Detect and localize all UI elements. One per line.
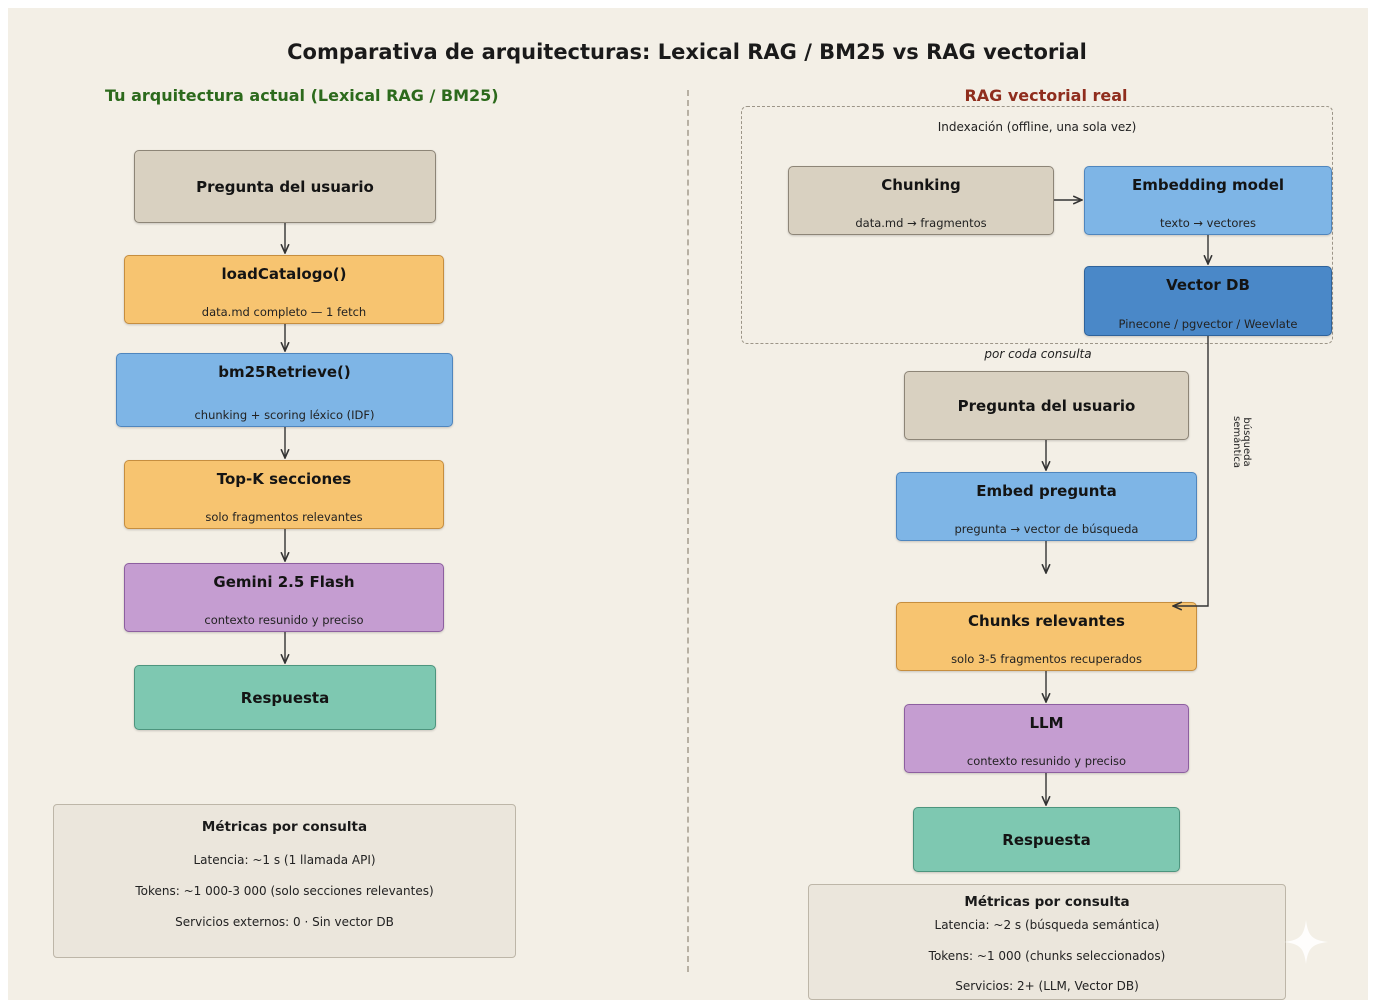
- sparkle-icon: [1284, 920, 1328, 964]
- left-node-load: loadCatalogo() data.md completo — 1 fetc…: [124, 255, 444, 324]
- right-metrics-title: Métricas por consulta: [964, 894, 1130, 910]
- left-metrics-services: Servicios externos: 0 · Sin vector DB: [175, 915, 394, 929]
- left-node-load-subtitle: data.md completo — 1 fetch: [201, 305, 367, 319]
- right-node-embedding: Embedding model texto → vectores: [1084, 166, 1332, 235]
- right-node-respuesta: Respuesta: [913, 807, 1180, 872]
- right-node-embedding-title: Embedding model: [1131, 176, 1285, 194]
- left-node-load-title: loadCatalogo(): [221, 265, 347, 283]
- left-metrics-tokens: Tokens: ~1 000-3 000 (solo secciones rel…: [135, 884, 434, 898]
- left-metrics-latency: Latencia: ~1 s (1 llamada API): [193, 853, 376, 867]
- diagram-title: Comparativa de arquitecturas: Lexical RA…: [287, 40, 1087, 64]
- right-node-pregunta-title: Pregunta del usuario: [957, 396, 1136, 415]
- right-metrics-panel: Métricas por consulta Latencia: ~2 s (bú…: [808, 884, 1286, 1000]
- indexing-label: Indexación (offline, una sola vez): [937, 120, 1137, 134]
- left-node-topk: Top-K secciones solo fragmentos relevant…: [124, 460, 444, 529]
- per-query-label: por coda consulta: [984, 347, 1092, 361]
- left-node-bm25-subtitle: chunking + scoring léxico (IDF): [194, 408, 375, 422]
- right-node-chunking-title: Chunking: [881, 176, 961, 194]
- left-node-pregunta: Pregunta del usuario: [134, 150, 436, 223]
- right-node-chunks: Chunks relevantes solo 3-5 fragmentos re…: [896, 602, 1197, 671]
- right-node-respuesta-title: Respuesta: [1002, 830, 1091, 849]
- semantic-search-label: búsqueda semántica: [1231, 407, 1252, 477]
- left-node-respuesta-title: Respuesta: [240, 688, 330, 707]
- right-node-embedding-subtitle: texto → vectores: [1160, 216, 1256, 230]
- right-node-embed: Embed pregunta pregunta → vector de búsq…: [896, 472, 1197, 541]
- right-node-pregunta: Pregunta del usuario: [904, 371, 1189, 440]
- right-node-chunks-title: Chunks relevantes: [968, 612, 1125, 630]
- right-node-embed-title: Embed pregunta: [976, 482, 1117, 500]
- left-node-gemini: Gemini 2.5 Flash contexto resunido y pre…: [124, 563, 444, 632]
- left-column-heading: Tu arquitectura actual (Lexical RAG / BM…: [105, 86, 499, 105]
- right-node-llm-subtitle: contexto resunido y preciso: [966, 754, 1127, 768]
- column-divider: [687, 90, 689, 972]
- right-node-vectordb-subtitle: Pinecone / pgvector / Weevlate: [1118, 317, 1298, 331]
- right-node-llm-title: LLM: [1029, 714, 1064, 732]
- right-node-chunking: Chunking data.md → fragmentos: [788, 166, 1054, 235]
- right-node-vectordb: Vector DB Pinecone / pgvector / Weevlate: [1084, 266, 1332, 336]
- right-column-heading: RAG vectorial real: [964, 86, 1128, 105]
- right-metrics-tokens: Tokens: ~1 000 (chunks seleccionados): [928, 949, 1166, 963]
- left-node-bm25: bm25Retrieve() chunking + scoring léxico…: [116, 353, 453, 427]
- right-metrics-services: Servicios: 2+ (LLM, Vector DB): [955, 979, 1139, 993]
- right-node-chunking-subtitle: data.md → fragmentos: [855, 216, 987, 230]
- semantic-search-label-line1: búsqueda: [1241, 417, 1252, 467]
- semantic-search-label-line2: semántica: [1231, 416, 1242, 468]
- left-metrics-panel: Métricas por consulta Latencia: ~1 s (1 …: [53, 804, 516, 958]
- right-metrics-latency: Latencia: ~2 s (búsqueda semántica): [934, 918, 1160, 932]
- left-node-topk-subtitle: solo fragmentos relevantes: [205, 510, 363, 524]
- left-node-pregunta-title: Pregunta del usuario: [196, 177, 374, 196]
- left-node-respuesta: Respuesta: [134, 665, 436, 730]
- left-node-gemini-subtitle: contexto resunido y preciso: [204, 613, 364, 627]
- left-node-topk-title: Top-K secciones: [216, 470, 352, 488]
- indexing-region: [741, 106, 1333, 344]
- left-node-gemini-title: Gemini 2.5 Flash: [213, 573, 355, 591]
- right-node-vectordb-title: Vector DB: [1166, 276, 1250, 294]
- left-node-bm25-title: bm25Retrieve(): [218, 363, 351, 381]
- right-node-chunks-subtitle: solo 3-5 fragmentos recuperados: [951, 652, 1142, 666]
- left-metrics-title: Métricas por consulta: [201, 819, 368, 835]
- right-node-llm: LLM contexto resunido y preciso: [904, 704, 1189, 773]
- right-node-embed-subtitle: pregunta → vector de búsqueda: [954, 522, 1139, 536]
